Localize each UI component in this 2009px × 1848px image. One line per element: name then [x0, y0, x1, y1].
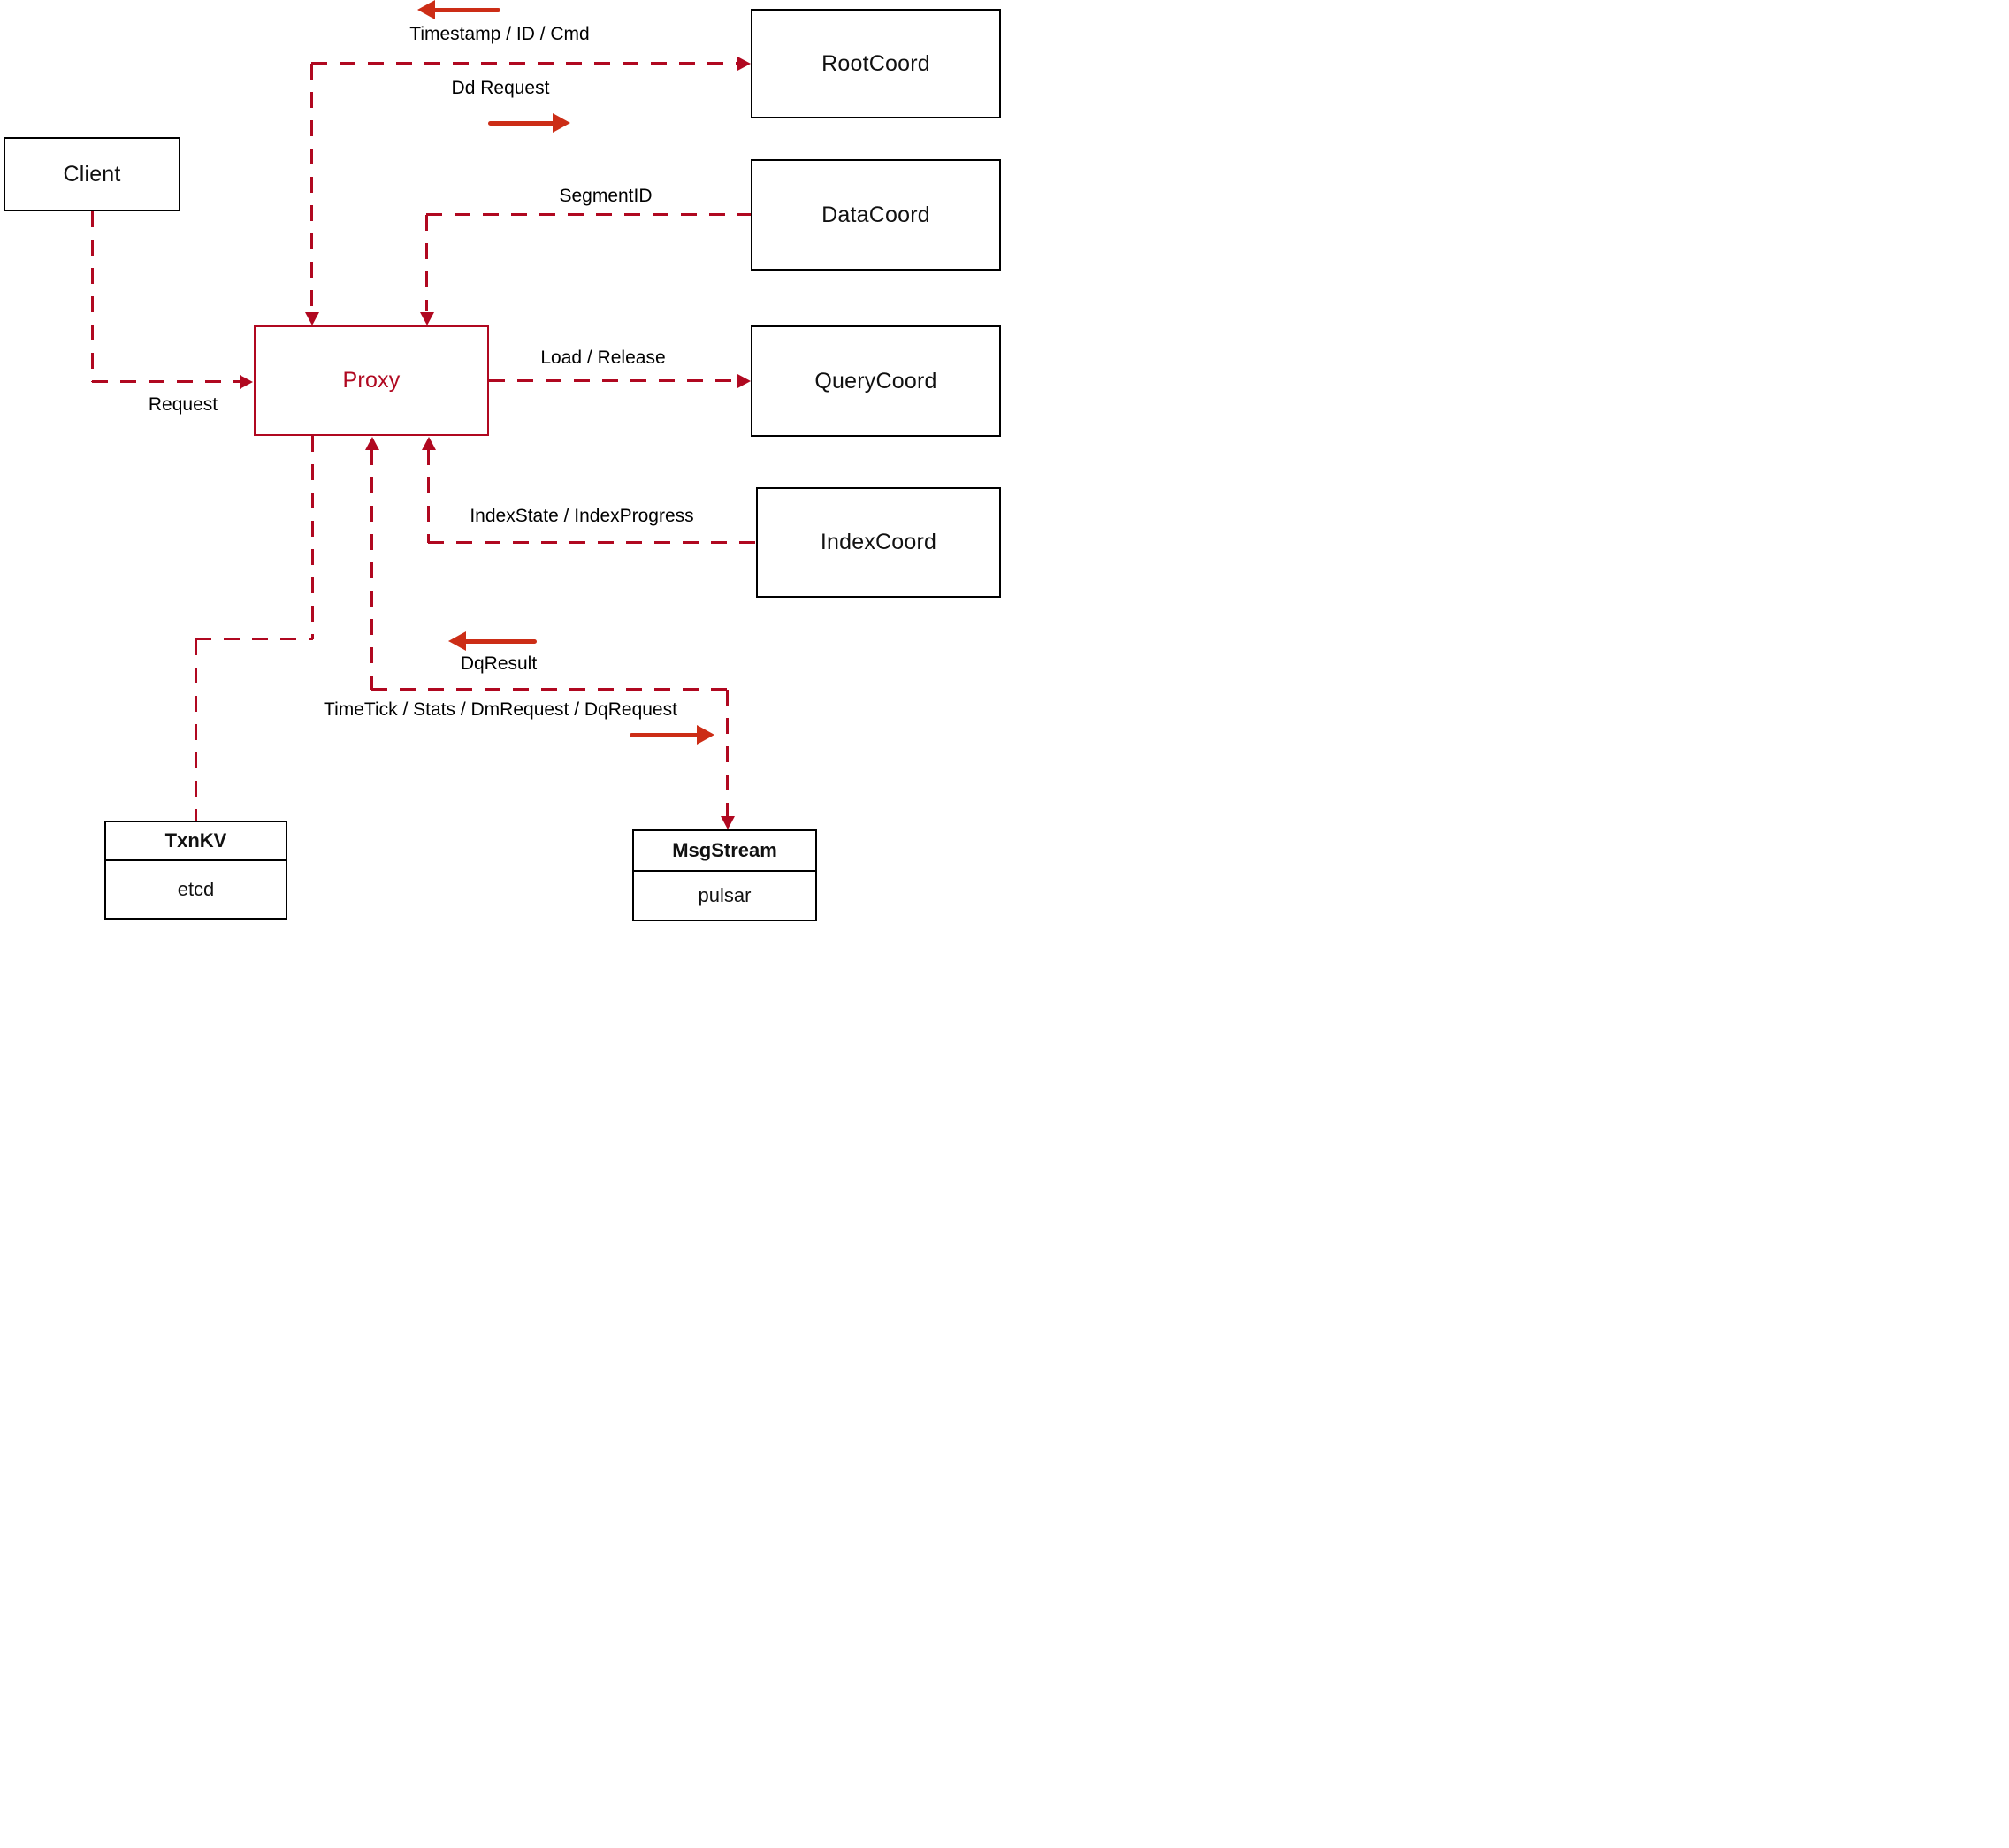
datacoord-label: DataCoord: [821, 202, 930, 227]
rootcoord-node: RootCoord: [751, 9, 1001, 118]
edge-proxy-msgstream-v1: [370, 449, 373, 690]
time-tick-edge-label: TimeTick / Stats / DmRequest / DqRequest: [324, 699, 677, 720]
index-state-edge-label: IndexState / IndexProgress: [470, 506, 694, 526]
edge-proxy-rootcoord-h: [311, 62, 737, 65]
arrowhead-into-rootcoord: [737, 57, 751, 71]
arrowhead-into-proxy-top-right: [420, 312, 434, 325]
edge-datacoord-proxy-h: [426, 213, 751, 216]
edge-proxy-querycoord-h: [489, 379, 737, 382]
edge-datacoord-proxy-v: [425, 215, 428, 311]
proxy-node: Proxy: [254, 325, 489, 436]
dd-request-edge-label: Dd Request: [451, 78, 550, 98]
msgstream-title: MsgStream: [634, 831, 815, 872]
txnkv-title: TxnKV: [106, 822, 286, 861]
client-label: Client: [63, 161, 121, 187]
indexcoord-label: IndexCoord: [820, 530, 937, 554]
arrow-tip: [417, 0, 435, 19]
arrow-tip: [697, 725, 714, 745]
edge-proxy-txnkv-h: [195, 638, 313, 640]
segment-id-edge-label: SegmentID: [559, 186, 653, 206]
txnkv-node: TxnKV etcd: [104, 821, 287, 920]
arrow-shaft: [488, 121, 558, 126]
edge-indexcoord-proxy-v: [427, 449, 430, 543]
dq-result-direction-arrow-icon: [448, 631, 537, 651]
edge-proxy-txnkv-v2: [195, 639, 197, 821]
arrowhead-into-proxy-bottom-right: [422, 437, 436, 450]
arrowhead-into-proxy-left: [240, 375, 253, 389]
dq-result-edge-label: DqResult: [460, 653, 538, 674]
querycoord-node: QueryCoord: [751, 325, 1001, 437]
arrow-tip: [448, 631, 466, 651]
edge-indexcoord-proxy-h: [428, 541, 756, 544]
arrow-shaft: [430, 8, 500, 12]
arrowhead-into-proxy-bottom-middle: [365, 437, 379, 450]
edge-client-proxy-v: [91, 211, 94, 382]
arrowhead-into-msgstream: [721, 816, 735, 829]
querycoord-label: QueryCoord: [814, 368, 937, 393]
request-edge-label: Request: [148, 394, 218, 415]
msgstream-node: MsgStream pulsar: [632, 829, 817, 921]
load-release-edge-label: Load / Release: [540, 347, 666, 368]
arrow-shaft: [630, 733, 702, 737]
proxy-label: Proxy: [342, 368, 401, 393]
edge-proxy-msgstream-v2: [726, 690, 729, 817]
msgstream-impl: pulsar: [698, 884, 752, 906]
client-node: Client: [4, 137, 180, 211]
arrowhead-into-proxy-top-left: [305, 312, 319, 325]
dd-request-direction-arrow-icon: [488, 113, 570, 133]
timestamp-direction-arrow-icon: [417, 0, 500, 19]
rootcoord-label: RootCoord: [821, 50, 930, 76]
datacoord-node: DataCoord: [751, 159, 1001, 271]
edge-client-proxy-h: [92, 380, 240, 383]
edge-proxy-rootcoord-v: [310, 64, 313, 311]
edge-proxy-txnkv-v1: [311, 436, 314, 639]
architecture-diagram: Client Proxy RootCoord DataCoord QueryCo…: [0, 0, 1004, 924]
arrowhead-into-querycoord: [737, 374, 751, 388]
indexcoord-node: IndexCoord: [756, 487, 1001, 598]
arrow-tip: [553, 113, 570, 133]
edge-proxy-msgstream-h: [371, 688, 728, 691]
arrow-shaft: [461, 639, 537, 644]
time-tick-direction-arrow-icon: [630, 725, 714, 745]
txnkv-impl: etcd: [177, 878, 215, 900]
timestamp-edge-label: Timestamp / ID / Cmd: [409, 24, 590, 44]
